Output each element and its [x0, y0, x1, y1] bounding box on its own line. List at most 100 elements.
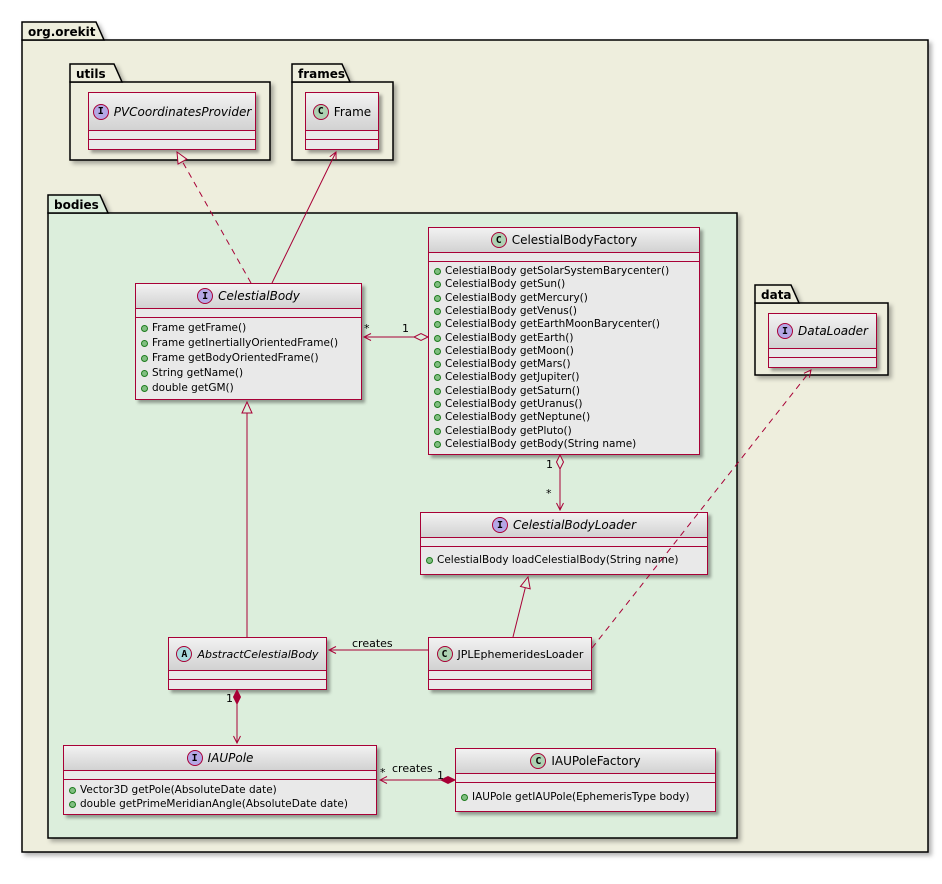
method-label: Frame getInertiallyOrientedFrame() [152, 337, 339, 349]
method-row: CelestialBody getMars() [434, 358, 694, 371]
public-method-icon [434, 321, 441, 329]
class-name: IAUPole [207, 751, 254, 765]
composition-diamond-icon [232, 688, 242, 706]
attributes-compartment [306, 131, 378, 140]
method-label: CelestialBody getMars() [445, 358, 571, 371]
method-label: CelestialBody getBody(String name) [445, 437, 637, 450]
method-label: CelestialBody getEarth() [445, 331, 574, 344]
method-row: double getPrimeMeridianAngle(AbsoluteDat… [69, 798, 371, 811]
method-label: CelestialBody getVenus() [445, 304, 577, 317]
class-name: DataLoader [798, 324, 868, 338]
method-label: CelestialBody getUranus() [445, 397, 583, 410]
attributes-compartment [429, 671, 591, 680]
method-row: CelestialBody getJupiter() [434, 371, 694, 384]
package-label-org-orekit: org.orekit [28, 25, 96, 39]
class-celestialbodyloader: I CelestialBodyLoader CelestialBody load… [420, 512, 708, 575]
class-celestialbodyfactory: C CelestialBodyFactory CelestialBody get… [428, 227, 700, 455]
attributes-compartment [456, 774, 715, 783]
class-spot-icon: C [436, 646, 453, 662]
edge-association-celestialbody-frame [271, 150, 337, 284]
public-method-icon [434, 440, 441, 448]
public-method-icon [434, 294, 441, 302]
method-row: double getGM() [141, 382, 356, 395]
method-label: CelestialBody getSolarSystemBarycenter() [445, 265, 670, 278]
multiplicity-label: * [364, 322, 370, 335]
public-method-icon [434, 307, 441, 315]
attributes-compartment [421, 538, 707, 547]
class-name: AbstractCelestialBody [197, 647, 319, 661]
method-label: CelestialBody getMoon() [445, 344, 574, 357]
method-row: CelestialBody getSaturn() [434, 385, 694, 398]
class-spot-icon: C [312, 103, 329, 120]
method-row: CelestialBody getEarth() [434, 332, 694, 345]
public-method-icon [434, 374, 441, 382]
method-row: CelestialBody getMoon() [434, 345, 694, 358]
interface-spot-icon: I [777, 323, 794, 339]
method-row: CelestialBody getUranus() [434, 398, 694, 411]
method-row: CelestialBody getSun() [434, 278, 694, 291]
public-method-icon [434, 414, 441, 422]
method-label: CelestialBody getJupiter() [445, 371, 580, 384]
method-label: CelestialBody loadCelestialBody(String n… [437, 554, 679, 566]
method-row: Frame getBodyOrientedFrame() [141, 352, 356, 365]
methods-compartment [429, 680, 591, 689]
methods-compartment: Vector3D getPole(AbsoluteDate date) doub… [64, 780, 376, 814]
public-method-icon [434, 427, 441, 435]
method-row: CelestialBody getVenus() [434, 305, 694, 318]
methods-compartment: CelestialBody loadCelestialBody(String n… [421, 547, 707, 574]
public-method-icon [461, 793, 468, 801]
edge-realization-celestialbody-pvcoordinatesprovider [176, 150, 252, 284]
class-dataloader: I DataLoader [768, 313, 877, 368]
method-row: IAUPole getIAUPole(EphemerisType body) [461, 791, 710, 804]
class-name: CelestialBody [218, 289, 300, 303]
method-label: CelestialBody getSaturn() [445, 384, 580, 397]
class-name: PVCoordinatesProvider [113, 104, 252, 119]
class-header: I PVCoordinatesProvider [89, 93, 255, 131]
edge-generalization-jpl-loader [512, 575, 531, 638]
interface-spot-icon: I [92, 103, 109, 120]
method-label: CelestialBody getPluto() [445, 424, 572, 437]
attributes-compartment [769, 349, 876, 358]
multiplicity-label: 1 [226, 692, 233, 705]
method-row: String getName() [141, 367, 356, 380]
class-frame: C Frame [305, 92, 379, 150]
public-method-icon [434, 334, 441, 342]
method-row: CelestialBody getMercury() [434, 292, 694, 305]
class-name: CelestialBodyLoader [512, 518, 637, 532]
class-header: C CelestialBodyFactory [429, 228, 699, 253]
class-iaupolefactory: C IAUPoleFactory IAUPole getIAUPole(Ephe… [455, 748, 716, 812]
class-header: I IAUPole [64, 746, 376, 771]
method-label: CelestialBody getEarthMoonBarycenter() [445, 318, 660, 331]
package-label-data: data [761, 288, 792, 302]
method-row: CelestialBody getSolarSystemBarycenter() [434, 265, 694, 278]
interface-spot-icon: I [491, 517, 508, 533]
class-spot-icon: C [530, 753, 547, 769]
method-row: CelestialBody loadCelestialBody(String n… [426, 554, 702, 567]
public-method-icon [69, 786, 76, 794]
methods-compartment [306, 140, 378, 149]
attributes-compartment [169, 671, 326, 680]
class-header: A AbstractCelestialBody [169, 638, 326, 671]
class-abstractcelestialbody: A AbstractCelestialBody [168, 637, 327, 690]
edge-role-label: creates [352, 637, 393, 650]
class-header: I CelestialBodyLoader [421, 513, 707, 538]
method-row: Frame getInertiallyOrientedFrame() [141, 337, 356, 350]
class-name: Frame [333, 104, 372, 119]
class-iaupole: I IAUPole Vector3D getPole(AbsoluteDate … [63, 745, 377, 815]
method-label: CelestialBody getSun() [445, 278, 566, 291]
method-label: Vector3D getPole(AbsoluteDate date) [80, 783, 277, 796]
method-label: Frame getBodyOrientedFrame() [152, 352, 319, 364]
method-label: double getGM() [152, 382, 234, 394]
package-label-frames: frames [298, 67, 346, 81]
public-method-icon [434, 400, 441, 408]
methods-compartment [89, 140, 255, 149]
attributes-compartment [136, 309, 361, 318]
interface-spot-icon: I [186, 750, 203, 766]
class-header: I CelestialBody [136, 284, 361, 309]
class-header: C JPLEphemeridesLoader [429, 638, 591, 671]
abstract-spot-icon: A [176, 646, 193, 662]
methods-compartment: CelestialBody getSolarSystemBarycenter()… [429, 262, 699, 454]
attributes-compartment [429, 253, 699, 262]
methods-compartment [169, 680, 326, 689]
